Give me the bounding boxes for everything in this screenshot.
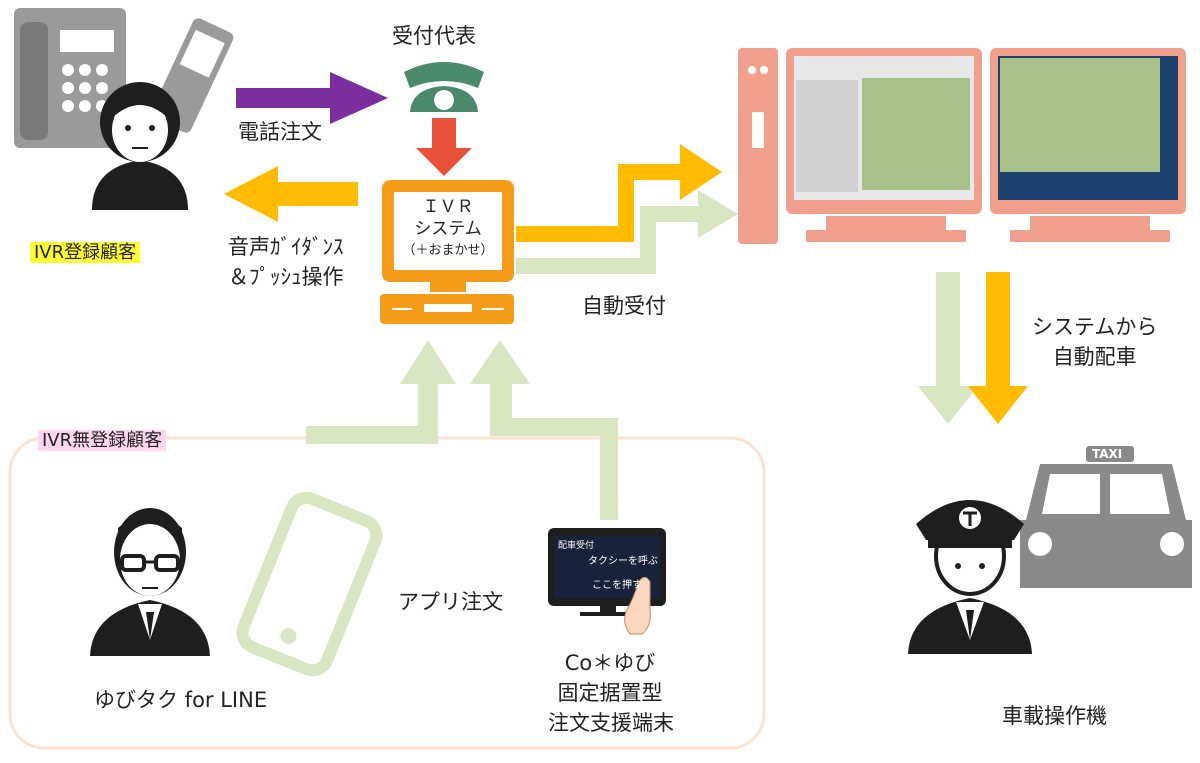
app-order-green-arrow [288, 340, 456, 500]
auto-dispatch-line1: システムから [1032, 315, 1158, 339]
order-terminal-icon [548, 528, 666, 635]
dispatch-amber-arrow [968, 272, 1028, 424]
unregistered-customer-label: IVR無登録顧客 [38, 426, 167, 452]
taxi-sign-text: TAXI [1092, 447, 1123, 461]
tablet-header: 配車受付 [558, 541, 595, 551]
rotary-phone-icon [404, 62, 484, 112]
registered-customer-icon [92, 82, 188, 210]
pc-tower [738, 48, 778, 244]
onboard-device-label: 車載操作機 [1002, 704, 1107, 728]
phone-order-label: 電話注文 [238, 120, 322, 144]
reception-down-arrow [416, 118, 472, 176]
dispatch-green-arrow [918, 272, 978, 424]
dispatch-monitor-1 [786, 48, 982, 242]
voice-guidance-line2: ＆ﾌﾟｯｼｭ操作 [228, 265, 344, 289]
ivr-monitor [380, 180, 514, 324]
auto-dispatch-label: システムから 自動配車 [1032, 312, 1157, 372]
ivr-to-pc-green-arrow [516, 190, 738, 274]
dispatch-monitor-2 [990, 48, 1186, 242]
ivr-monitor-line3: （＋おまかせ） [402, 243, 494, 258]
coyubi-line2: 固定据置型 [557, 681, 663, 705]
ivr-monitor-line1: ＩＶＲ [422, 197, 474, 217]
ivr-monitor-text: ＩＶＲ システム （＋おまかせ） [394, 196, 502, 262]
auto-reception-label: 自動受付 [582, 294, 666, 318]
driver-icon [908, 500, 1032, 654]
reception-label: 受付代表 [392, 24, 476, 48]
coyubi-label: Co＊ゆび 固定据置型 注文支援端末 [548, 648, 674, 738]
phone-order-arrow [236, 72, 388, 124]
tablet-line1: タクシーを呼ぶ [588, 556, 658, 567]
coyubi-line1: Co＊ゆび [564, 651, 656, 675]
ivr-to-pc-amber-arrow [516, 144, 722, 242]
desk-phone-icon [14, 8, 126, 148]
taxi-icon [1020, 446, 1192, 588]
ivr-registered-label: IVR登録顧客 [30, 242, 141, 263]
tablet-line2: ここを押す [592, 580, 642, 591]
app-order-label: アプリ注文 [398, 590, 503, 614]
terminal-green-arrow [470, 340, 618, 520]
smartphone-icon [236, 491, 383, 677]
registered-customer-label: IVR登録顧客 [30, 238, 141, 264]
coyubi-line3: 注文支援端末 [548, 711, 674, 735]
voice-guidance-label: 音声ｶﾞｲﾀﾞﾝｽ ＆ﾌﾟｯｼｭ操作 [228, 232, 344, 292]
voice-guidance-line1: 音声ｶﾞｲﾀﾞﾝｽ [228, 235, 344, 259]
auto-dispatch-line2: 自動配車 [1052, 345, 1137, 369]
voice-guidance-arrow [224, 166, 358, 222]
yubitaku-label: ゆびタク for LINE [94, 688, 268, 712]
ivr-monitor-line2: システム [414, 219, 482, 239]
ivr-unregistered-label: IVR無登録顧客 [38, 430, 167, 451]
unregistered-customer-icon [90, 508, 210, 656]
